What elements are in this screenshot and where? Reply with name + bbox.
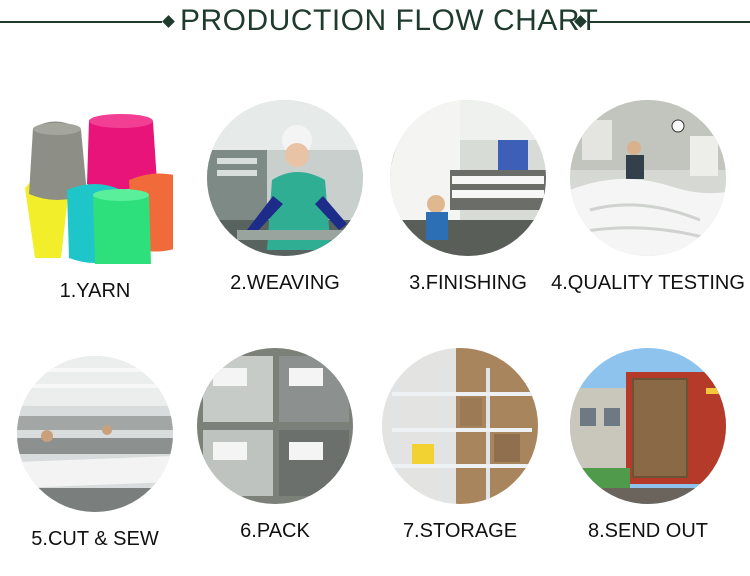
page-header: PRODUCTION FLOW CHART xyxy=(0,0,750,44)
step-label: 1.YARN xyxy=(59,280,131,302)
step-label: 4.QUALITY TESTING xyxy=(551,272,745,294)
step-label: 5.CUT & SEW xyxy=(31,528,159,550)
step-label: 6.PACK xyxy=(240,520,310,542)
weaving-worker-icon xyxy=(207,100,363,256)
diamond-icon xyxy=(162,15,175,28)
quality-testing-icon xyxy=(570,100,726,256)
header-left-rule xyxy=(0,21,162,23)
header-right-rule xyxy=(588,21,750,23)
packed-products-icon xyxy=(197,348,353,504)
step-label: 7.STORAGE xyxy=(402,520,518,542)
yarn-cones-icon xyxy=(17,108,173,264)
shipping-container-icon xyxy=(570,348,726,504)
finishing-machine-icon xyxy=(390,100,546,256)
storage-racks-icon xyxy=(382,348,538,504)
sewing-floor-icon xyxy=(17,356,173,512)
step-label: 2.WEAVING xyxy=(230,272,340,294)
page-title: PRODUCTION FLOW CHART xyxy=(180,4,599,37)
step-label: 3.FINISHING xyxy=(409,272,527,294)
step-label: 8.SEND OUT xyxy=(587,520,709,542)
